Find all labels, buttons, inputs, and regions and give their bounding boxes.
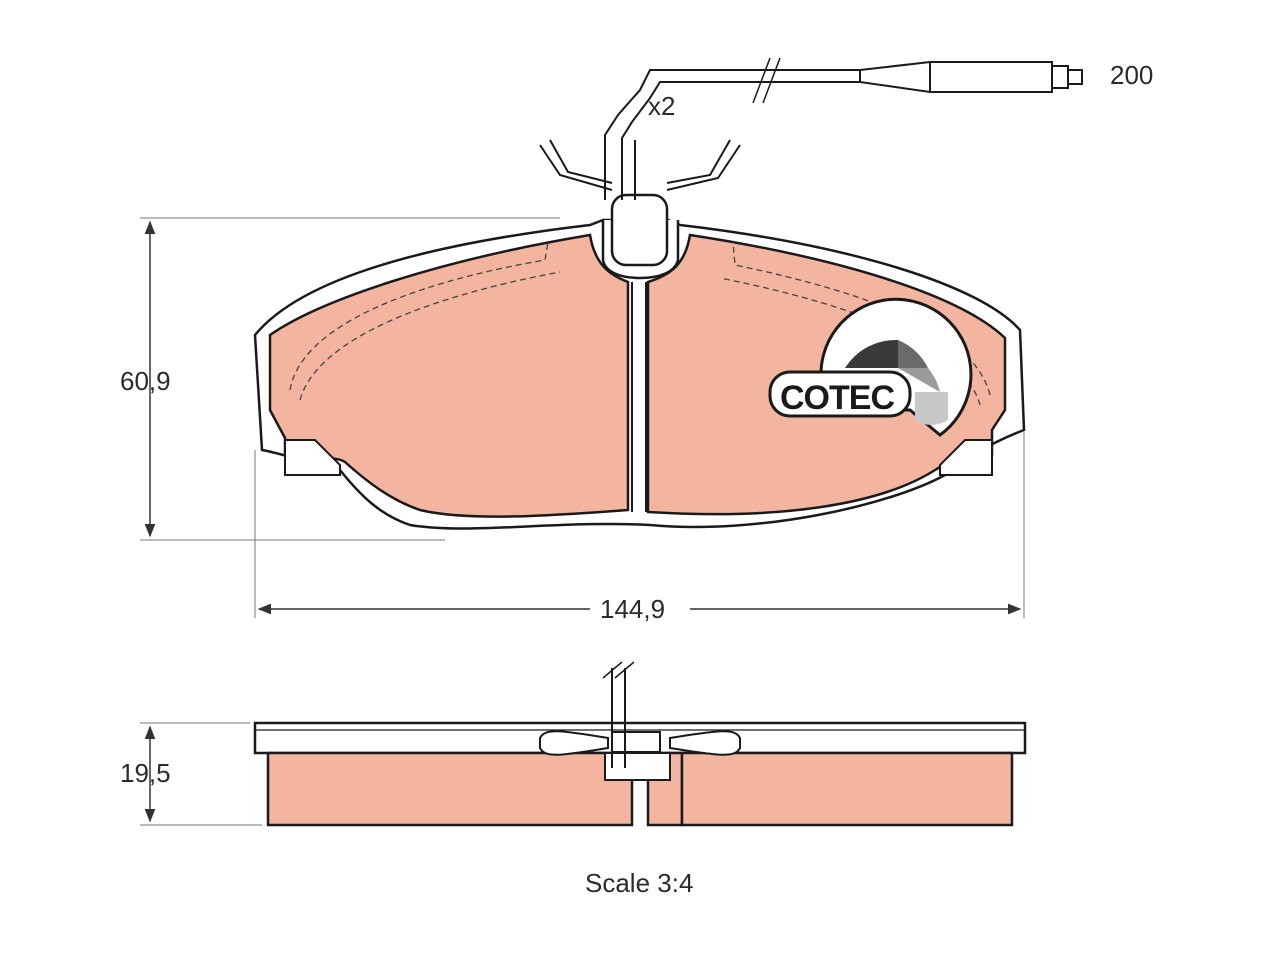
dimension-height <box>140 217 560 541</box>
side-pad-right <box>680 751 1014 827</box>
cotec-logo: COTEC <box>768 297 973 437</box>
logo-text: COTEC <box>780 379 894 417</box>
scale-label: Scale 3:4 <box>585 868 693 898</box>
side-view <box>253 661 1027 827</box>
friction-pad-left <box>268 233 630 518</box>
thickness-label: 19,5 <box>120 758 171 788</box>
height-label: 60,9 <box>120 366 171 396</box>
dimension-thickness <box>140 722 262 826</box>
width-label: 144,9 <box>600 594 665 624</box>
side-pad-left <box>266 751 634 827</box>
wire-length-label: 200 <box>1110 60 1153 90</box>
quantity-label: x2 <box>648 91 675 121</box>
front-view <box>253 57 1083 530</box>
